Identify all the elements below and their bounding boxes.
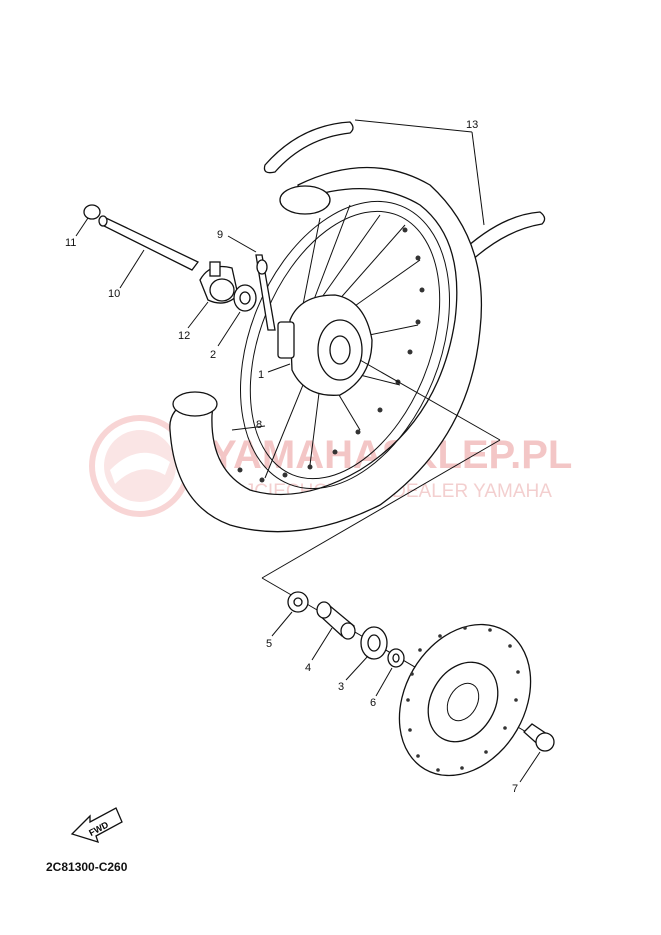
- callout-4: 4: [305, 662, 311, 674]
- spacer-washer: [387, 648, 405, 668]
- brake-disc-drill-holes: [406, 626, 520, 772]
- cable-pin: [255, 254, 276, 331]
- callout-6: 6: [370, 697, 376, 709]
- tire: [169, 166, 483, 533]
- callout-3: 3: [338, 681, 344, 693]
- callout-7: 7: [512, 783, 518, 795]
- part-code: 2C81300-C260: [46, 860, 128, 874]
- wheel-hub: [277, 294, 373, 396]
- callout-11: 11: [65, 237, 76, 249]
- callout-labels: 1 2 3 4 5 6 7 8 9 10 11 12 13: [65, 119, 518, 795]
- hub-bearing-left: [233, 284, 257, 312]
- callout-13: 13: [466, 119, 478, 131]
- callout-leaders: [75, 217, 541, 783]
- callout-5: 5: [266, 638, 272, 650]
- callout-10: 10: [108, 288, 120, 300]
- hub-bearing-right: [360, 626, 388, 660]
- speedometer-gear-unit: [199, 261, 239, 304]
- brake-disc: [398, 623, 532, 777]
- callout-9: 9: [217, 229, 223, 241]
- forward-arrow-icon: FWD: [70, 807, 123, 843]
- axle-shaft: [98, 215, 199, 271]
- rim-spoke-holes: [237, 227, 425, 483]
- axle-collar: [523, 723, 555, 752]
- oil-seal: [287, 591, 309, 613]
- callout-1: 1: [258, 369, 264, 381]
- callout-8: 8: [256, 419, 262, 431]
- axle-cap-nut: [83, 204, 101, 220]
- spacer-collar: [316, 601, 356, 640]
- callout-12: 12: [178, 330, 190, 342]
- callout-2: 2: [210, 349, 216, 361]
- reflector-strip-upper: [263, 121, 354, 174]
